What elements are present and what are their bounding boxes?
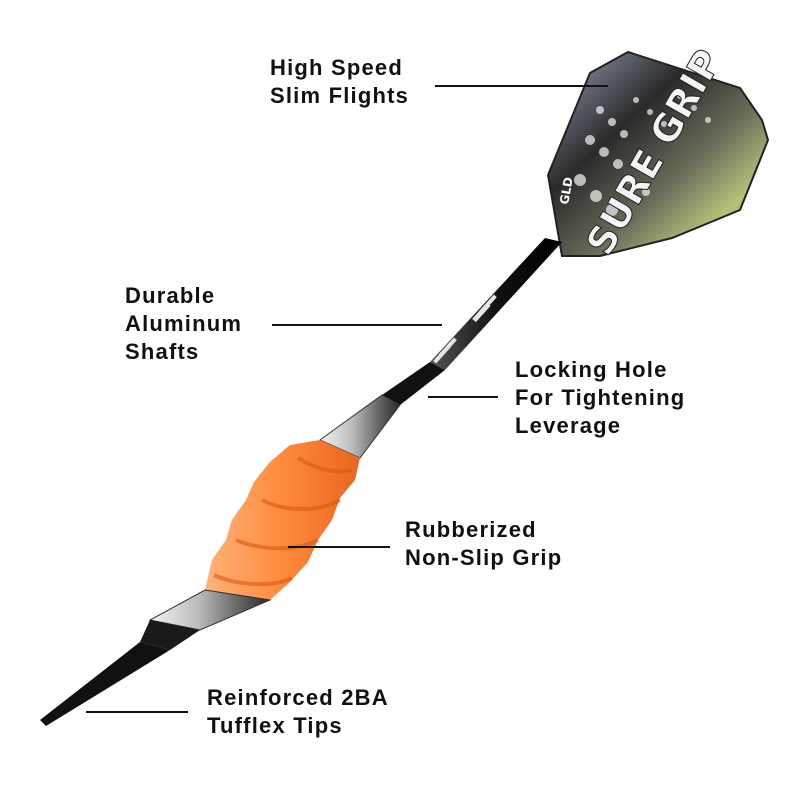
callout-grip-label: Rubberized Non-Slip Grip [405, 516, 562, 572]
callout-line: Durable [125, 283, 216, 308]
callout-flights-label: High Speed Slim Flights [270, 54, 409, 110]
callout-line: Non-Slip Grip [405, 545, 563, 570]
callout-line: Rubberized [405, 517, 537, 542]
callout-line: Shafts [125, 339, 200, 364]
callout-line: For Tightening [515, 385, 686, 410]
callout-locking-hole-leader [428, 396, 498, 398]
flight: SURE GRIP GLD [546, 42, 770, 263]
flight-logo-text: GLD [557, 176, 576, 206]
shaft [382, 238, 562, 405]
callout-line: Reinforced 2BA [207, 685, 389, 710]
callout-line: Locking Hole [515, 357, 668, 382]
callout-shafts-label: Durable Aluminum Shafts [125, 282, 242, 366]
tip [40, 642, 170, 726]
callout-line: High Speed [270, 55, 404, 80]
callout-tips-leader [86, 711, 188, 713]
callout-flights-leader [435, 85, 608, 87]
callout-line: Leverage [515, 413, 622, 438]
callout-locking-hole-label: Locking Hole For Tightening Leverage [515, 356, 685, 440]
callout-tips-label: Reinforced 2BA Tufflex Tips [207, 684, 389, 740]
front-barrel [140, 589, 272, 650]
rubber-grip [205, 440, 360, 600]
callout-line: Tufflex Tips [207, 713, 343, 738]
callout-grip-leader [288, 546, 390, 548]
callout-line: Aluminum [125, 311, 243, 336]
callout-line: Slim Flights [270, 83, 410, 108]
callout-shafts-leader [272, 324, 442, 326]
